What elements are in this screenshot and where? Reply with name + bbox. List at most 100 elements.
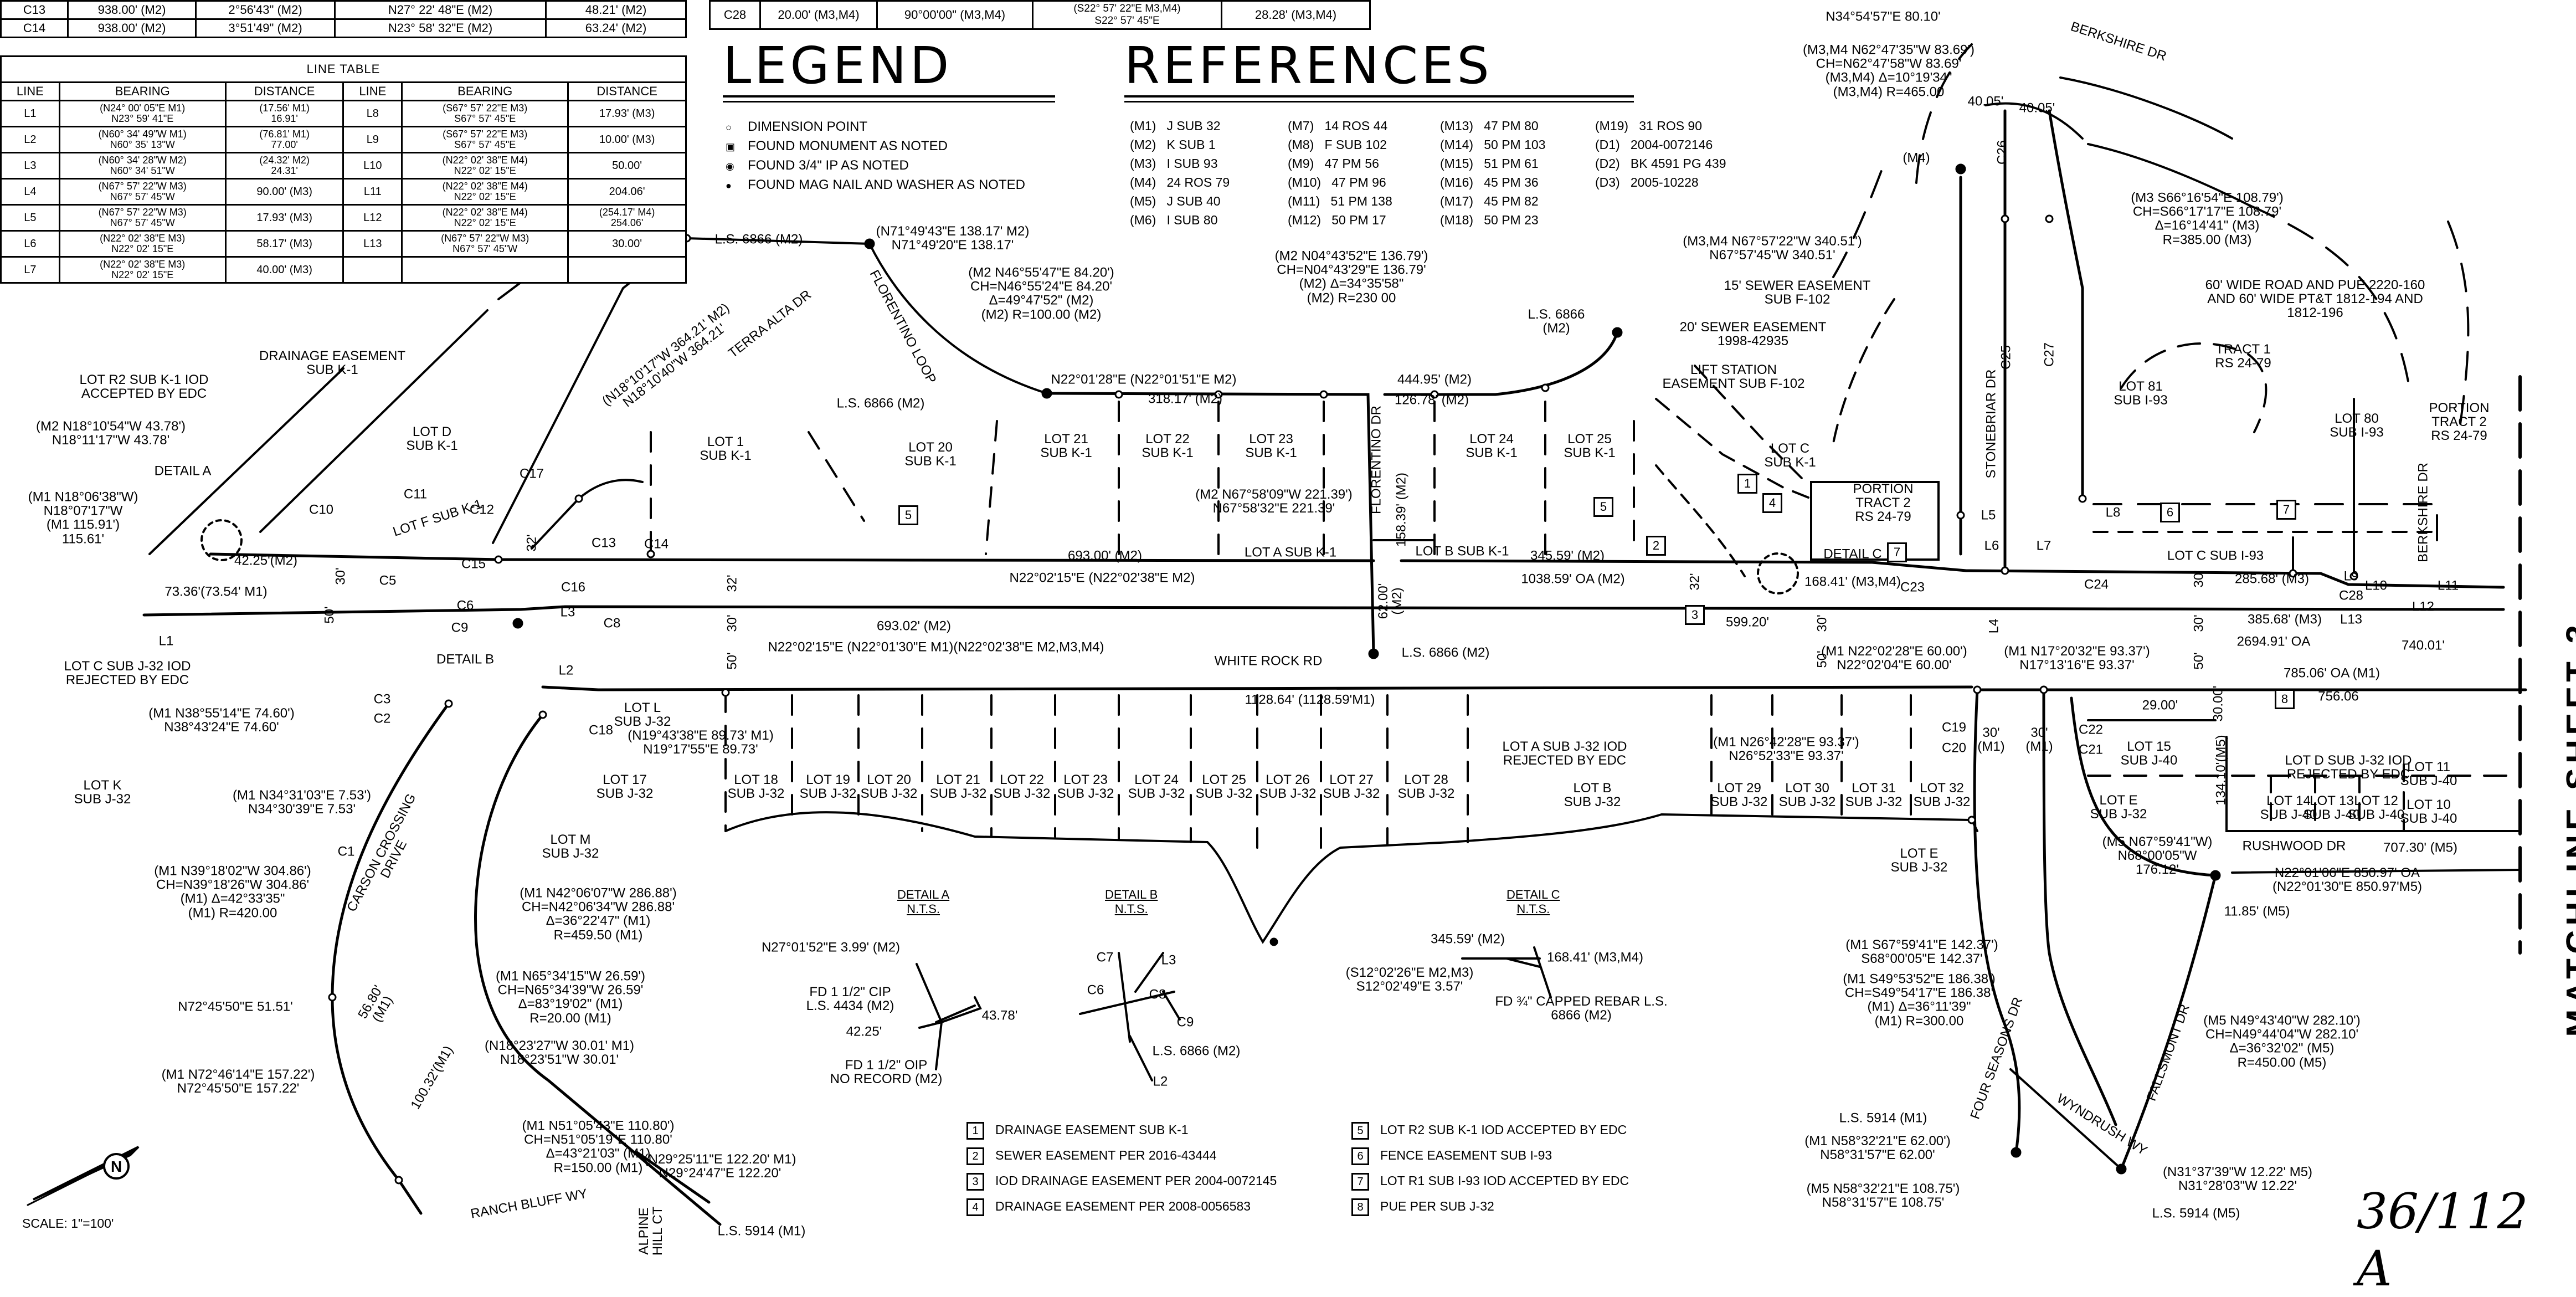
map-label: LOT 31 SUB J-32 bbox=[1845, 780, 1903, 809]
map-label: (M1 N17°20'32"E 93.37') N17°13'16"E 93.3… bbox=[2004, 643, 2150, 673]
map-label: (M1 N42°06'07"W 286.88') CH=N42°06'34"W … bbox=[520, 885, 677, 943]
detail-b-title: DETAIL B N.T.S. bbox=[1105, 888, 1158, 916]
map-label: 32' bbox=[524, 534, 539, 552]
road-boundary bbox=[2059, 76, 2233, 140]
reference-item: (M4) 24 ROS 79 bbox=[1130, 175, 1230, 189]
map-label: (M1 N51°05'43"E 110.80') CH=N51°05'19"E … bbox=[522, 1118, 675, 1176]
line-table-cell: L6 bbox=[0, 230, 60, 258]
references-title: REFERENCES bbox=[1124, 36, 1493, 95]
map-label: 50' bbox=[322, 606, 337, 624]
map-label: N34°54'57"E 80.10' bbox=[1826, 9, 1941, 24]
note-marker-box: 7 bbox=[2276, 500, 2296, 520]
map-label: L12 bbox=[2412, 599, 2435, 614]
mag-nail-icon: ● bbox=[726, 180, 732, 191]
map-label: 30' bbox=[333, 567, 348, 585]
map-label: L.S. 6866 (M2) bbox=[1401, 645, 1490, 660]
line-table-cell bbox=[401, 256, 569, 284]
map-label: C19 bbox=[1941, 720, 1967, 735]
map-label: 318.17' (M2) bbox=[1148, 391, 1222, 407]
map-label: TRACT 1 RS 24-79 bbox=[2215, 341, 2271, 371]
map-label: L5 bbox=[1981, 507, 1996, 523]
note-number: 4 bbox=[966, 1198, 984, 1216]
map-label: 444.95' (M2) bbox=[1397, 372, 1472, 387]
note-marker-box: 6 bbox=[2160, 503, 2180, 522]
map-label: (M2 N18°10'54"W 43.78') N18°11'17"W 43.7… bbox=[35, 418, 186, 448]
reference-item: (D2) BK 4591 PG 439 bbox=[1595, 156, 1726, 171]
map-label: LOT 24 SUB K-1 bbox=[1466, 431, 1518, 460]
map-label: LOT 18 SUB J-32 bbox=[727, 772, 785, 801]
line-table-cell: (N22° 02' 38"E M4) N22° 02' 15"E bbox=[401, 178, 569, 206]
map-label: 2694.91' OA bbox=[2236, 634, 2311, 649]
detail-b-label: L.S. 6866 (M2) bbox=[1152, 1043, 1241, 1059]
note-marker-box: 5 bbox=[1593, 497, 1613, 517]
line-table-cell: (S67° 57' 22"E M3) S67° 57' 45"E bbox=[401, 100, 569, 127]
legend-item: ▣FOUND MONUMENT AS NOTED bbox=[726, 137, 1025, 156]
map-label: (M2 N04°43'52"E 136.79') CH=N04°43'29"E … bbox=[1274, 248, 1428, 306]
line-table-cell: (254.17' M4) 254.06' bbox=[567, 204, 687, 232]
detail-b-label: C9 bbox=[1176, 1014, 1194, 1030]
line-table-cell: L13 bbox=[342, 230, 403, 258]
map-label: C28 bbox=[2338, 588, 2364, 603]
line-table-cell: L5 bbox=[0, 204, 60, 232]
line-table-cell: 40.00' (M3) bbox=[224, 256, 345, 284]
map-label: LOT 24 SUB J-32 bbox=[1128, 772, 1185, 801]
map-label: (M1 S49°53'52"E 186.38') CH=S49°54'17"E … bbox=[1843, 971, 1996, 1029]
map-label: 15' SEWER EASEMENT SUB F-102 bbox=[1724, 278, 1871, 307]
map-label: (M1 S67°59'41"E 142.37') S68°00'05"E 142… bbox=[1845, 937, 1998, 966]
legend-item: ●FOUND MAG NAIL AND WASHER AS NOTED bbox=[726, 176, 1025, 195]
map-label: (M2 N46°55'47"E 84.20') CH=N46°55'24"E 8… bbox=[968, 265, 1114, 322]
note-number: 6 bbox=[1351, 1147, 1369, 1165]
iron-pipe-icon: ◉ bbox=[726, 161, 734, 172]
line-table-cell: (N67° 57' 22"W M3) N67° 57' 45"W bbox=[58, 204, 227, 232]
map-label: LOT 11 SUB J-40 bbox=[2400, 759, 2457, 788]
map-label: LOT 22 SUB J-32 bbox=[993, 772, 1051, 801]
map-label: L7 bbox=[2036, 538, 2051, 553]
map-label: LOT 29 SUB J-32 bbox=[1710, 780, 1768, 809]
map-label: 168.41' (M3,M4) bbox=[1804, 574, 1901, 589]
line-table-cell: L12 bbox=[342, 204, 403, 232]
map-label: C16 bbox=[561, 580, 586, 595]
map-label: LOT D SUB K-1 bbox=[406, 424, 458, 453]
road-boundary bbox=[209, 552, 1375, 562]
map-label: (M1 N26°42'28"E 93.37') N26°52'33"E 93.3… bbox=[1713, 734, 1859, 763]
map-label: LOT 25 SUB J-32 bbox=[1195, 772, 1253, 801]
note-number: 8 bbox=[1351, 1198, 1369, 1216]
road-boundary bbox=[1045, 392, 1375, 655]
line-table-cell: L10 bbox=[342, 152, 403, 180]
line-table-cell: (17.56' M1) 16.91' bbox=[224, 100, 345, 127]
reference-item: (M8) F SUB 102 bbox=[1288, 137, 1387, 152]
map-label: N22°02'15"E (N22°02'38"E M2) bbox=[1009, 570, 1195, 586]
map-label: RUSHWOOD DR bbox=[2242, 838, 2346, 854]
note-marker-box: 5 bbox=[898, 505, 918, 525]
map-label: 50' bbox=[724, 652, 740, 670]
note-text: LOT R2 SUB K-1 IOD ACCEPTED BY EDC bbox=[1380, 1122, 1627, 1137]
map-label: LOT 19 SUB J-32 bbox=[799, 772, 857, 801]
reference-item: (M17) 45 PM 82 bbox=[1440, 194, 1539, 208]
monument-icon: ▣ bbox=[726, 141, 736, 152]
map-label: C6 bbox=[456, 598, 474, 613]
map-label: L2 bbox=[558, 663, 574, 678]
table-row: C13 938.00' (M2) 2°56'43" (M2) N27° 22' … bbox=[0, 0, 687, 20]
survey-map-linework: N bbox=[27, 43, 2527, 1226]
legend-item-label: FOUND 3/4" IP AS NOTED bbox=[748, 158, 909, 173]
line-table-cell: (N60° 34' 49"W M1) N60° 35' 13"W bbox=[58, 126, 227, 153]
map-label: 60' WIDE ROAD AND PUE 2220-160 AND 60' W… bbox=[2205, 278, 2425, 321]
line-table-cell: 58.17' (M3) bbox=[224, 230, 345, 258]
line-table-header-cell: BEARING bbox=[58, 81, 227, 101]
map-label: LOT 23 SUB K-1 bbox=[1245, 431, 1297, 460]
lot-line bbox=[259, 309, 489, 533]
map-label: DETAIL B bbox=[436, 652, 495, 667]
map-label: (M1 N18°06'38"W) N18°07'17"W (M1 115.91'… bbox=[28, 489, 138, 547]
map-label: C20 bbox=[1941, 740, 1967, 756]
line-table-header-cell: BEARING bbox=[401, 81, 569, 101]
line-table-cell: (76.81' M1) 77.00' bbox=[224, 126, 345, 153]
detail-a-label: N27°01'52"E 3.99' (M2) bbox=[761, 940, 901, 955]
detail-c-label: (S12°02'26"E M2,M3) S12°02'49"E 3.57' bbox=[1345, 965, 1474, 994]
reference-item: (M1) J SUB 32 bbox=[1130, 119, 1221, 133]
map-label: C12 bbox=[469, 502, 495, 517]
line-table-cell: (N60° 34' 28"W M2) N60° 34' 51"W bbox=[58, 152, 227, 180]
map-label: LOT 32 SUB J-32 bbox=[1913, 780, 1971, 809]
road-boundary bbox=[1973, 688, 2021, 1154]
map-label: LOT B SUB K-1 bbox=[1415, 544, 1509, 559]
